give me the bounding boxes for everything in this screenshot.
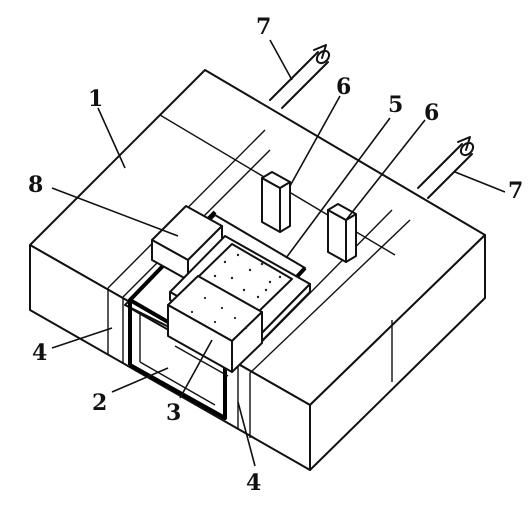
label-1: 1: [88, 86, 103, 112]
leader-1: [97, 107, 126, 169]
leader-2: [111, 367, 169, 393]
label-7-right: 7: [508, 178, 523, 204]
leader-5: [285, 117, 391, 259]
label-6-left: 6: [336, 74, 351, 100]
leader-4b: [237, 401, 256, 467]
label-5: 5: [388, 92, 403, 118]
label-8: 8: [28, 172, 43, 198]
part-3-speckles: [190, 296, 248, 330]
post-right: [327, 203, 357, 263]
rod-upper-edge-2: [281, 61, 329, 109]
leader-8: [51, 187, 179, 237]
rod-lower-arrow: [457, 136, 471, 151]
rod-upper-edge-1: [269, 51, 319, 101]
post-left-side: [279, 181, 291, 233]
post-left-top: [261, 171, 291, 189]
post-left: [261, 171, 291, 233]
label-4-bottom: 4: [246, 470, 261, 496]
label-6-right: 6: [424, 100, 439, 126]
rod-lower: [417, 136, 475, 199]
label-4-left: 4: [32, 340, 47, 366]
frame-outline-bottom: [129, 355, 227, 420]
leader-4a: [51, 327, 113, 349]
rail-line-right-inner: [249, 219, 411, 374]
post-right-side: [345, 213, 357, 263]
leader-7a: [269, 39, 293, 81]
part-3-side: [231, 311, 263, 373]
rod-upper: [269, 44, 331, 109]
label-3: 3: [166, 400, 181, 426]
frame-inner-bottom: [139, 361, 216, 406]
leader-lines: [51, 39, 506, 467]
part-labels: 1 2 3 4 4 5 6 6 7 7 8: [28, 14, 523, 496]
leader-6b: [345, 119, 426, 221]
label-7-top: 7: [256, 14, 271, 40]
part-3-block: [167, 275, 263, 377]
rod-lower-edge-2: [427, 153, 473, 199]
base-right-face: [309, 234, 486, 471]
rod-lower-edge-1: [417, 143, 463, 189]
leader-3: [179, 339, 213, 399]
part-3-stripe: [174, 345, 229, 377]
rod-upper-arrow: [313, 44, 327, 59]
leader-6a: [289, 95, 341, 187]
label-2: 2: [92, 390, 107, 416]
leader-7b: [454, 171, 506, 193]
